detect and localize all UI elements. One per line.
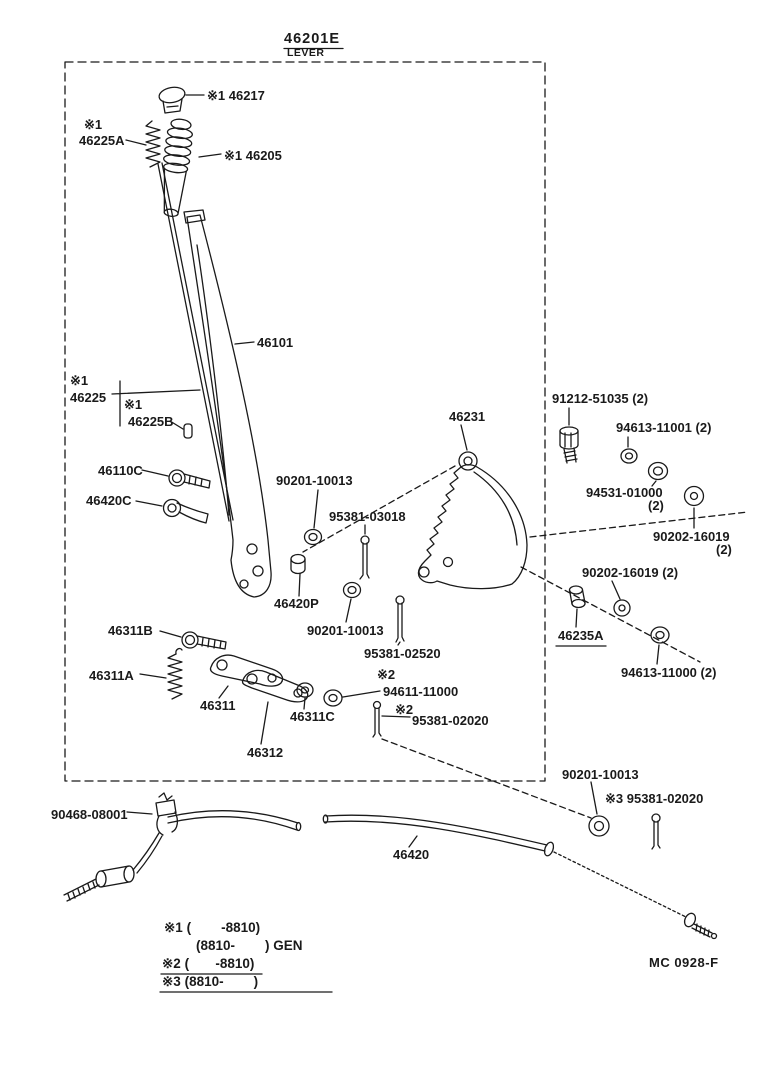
grommet-90202-16019-b [613, 599, 631, 617]
washer-90201-10013-a [303, 528, 323, 546]
label-94531-01000-qty: (2) [648, 498, 664, 513]
label-46311B: 46311B [108, 623, 153, 638]
pin-95381-02020-a [372, 700, 382, 738]
washer-94613-11000 [650, 626, 670, 644]
drawing-code: MC 0928-F [649, 955, 719, 970]
pin-46225B [183, 423, 193, 439]
rod-46225 [157, 162, 234, 522]
washer-94613-11001 [620, 448, 638, 464]
cable-end-threaded [63, 878, 100, 902]
legend-underlines [159, 973, 333, 993]
label-90202-16019-a-qty: (2) [716, 542, 732, 557]
figure-name: LEVER [287, 47, 325, 59]
label-90202-16019-b: 90202-16019 (2) [582, 565, 679, 580]
figure-code: 46201E [284, 31, 340, 47]
label-46225A: 46225A [79, 133, 125, 148]
label-90201-10013-c: 90201-10013 [562, 767, 639, 782]
label-90202-16019-a: 90202-16019 [653, 529, 730, 544]
label-46110C: 46110C [98, 463, 143, 478]
label-95381-03018: 95381-03018 [329, 509, 406, 524]
clevis-46420C [162, 498, 209, 524]
cable-46420 [167, 809, 718, 940]
label-46225: 46225 [70, 390, 107, 405]
washer-94611-11000 [323, 689, 343, 707]
spring-46311A [167, 647, 183, 700]
assembly-boundary-box [64, 61, 546, 782]
bolt-46311B [181, 631, 227, 650]
pin-95381-02020-b [651, 813, 661, 850]
label-91212-51035: 91212-51035 (2) [552, 391, 649, 406]
label-46225A-mark: ※1 [84, 117, 103, 132]
washer-46311C [296, 682, 314, 698]
label-95381-02520: 95381-02520 [364, 646, 441, 661]
label-94613-11001: 94613-11001 (2) [616, 420, 712, 435]
label-90468-08001: 90468-08001 [51, 807, 128, 822]
spring-46225A [145, 120, 161, 168]
bolt-46110C [168, 469, 211, 489]
label-46205: ※1 46205 [224, 148, 282, 163]
label-94611-11000: 94611-11000 [383, 684, 459, 699]
bushing-46235A [568, 585, 586, 609]
label-46312: 46312 [247, 745, 284, 760]
legend-line-1: ※1 ( -8810) [164, 920, 261, 935]
label-90201-10013-b: 90201-10013 [307, 623, 384, 638]
label-94613-11000: 94613-11000 (2) [621, 665, 717, 680]
knob-46217 [158, 86, 186, 114]
label-95381-02020-a: 95381-02020 [412, 713, 489, 728]
legend-line-3: ※2 ( -8810) [162, 956, 255, 971]
cable-adjuster [95, 832, 163, 888]
lever-arm-46101 [183, 209, 272, 598]
washer-90201-10013-c [588, 815, 610, 837]
washer-94531-01000 [647, 461, 669, 481]
label-95381-02020-b: ※3 95381-02020 [605, 791, 704, 806]
link-46311 [209, 654, 284, 687]
label-94531-01000: 94531-01000 [586, 485, 663, 500]
dashed-leader-lines [302, 465, 749, 819]
bolt-91212-51035 [559, 426, 579, 464]
pin-95381-02520 [395, 595, 405, 643]
label-46420C: 46420C [86, 493, 132, 508]
legend-line-2: (8810- ) GEN [196, 938, 303, 953]
label-95381-02020-a-mark: ※2 [395, 702, 414, 717]
label-46101: 46101 [257, 335, 294, 350]
label-90201-10013-a: 90201-10013 [276, 473, 353, 488]
label-46225-mark: ※1 [70, 373, 89, 388]
bushing-46420P [290, 553, 306, 575]
clamp-90468-08001 [155, 792, 179, 836]
grommet-90202-16019-a [683, 485, 705, 507]
label-46311C: 46311C [290, 709, 335, 724]
label-46225B-mark: ※1 [124, 397, 143, 412]
label-46420: 46420 [393, 847, 430, 862]
label-46311A: 46311A [89, 668, 134, 683]
washer-90201-10013-b [342, 581, 362, 599]
pin-95381-03018 [359, 535, 370, 580]
label-46217: ※1 46217 [207, 88, 265, 103]
label-46231: 46231 [449, 409, 486, 424]
label-46225B: 46225B [128, 414, 174, 429]
legend-line-4: ※3 (8810- ) [162, 974, 259, 989]
label-94611-11000-mark: ※2 [377, 667, 396, 682]
label-46311: 46311 [200, 698, 236, 713]
label-46235A: 46235A [558, 628, 604, 643]
ratchet-plate-46231 [417, 451, 528, 590]
label-46420P: 46420P [274, 596, 319, 611]
